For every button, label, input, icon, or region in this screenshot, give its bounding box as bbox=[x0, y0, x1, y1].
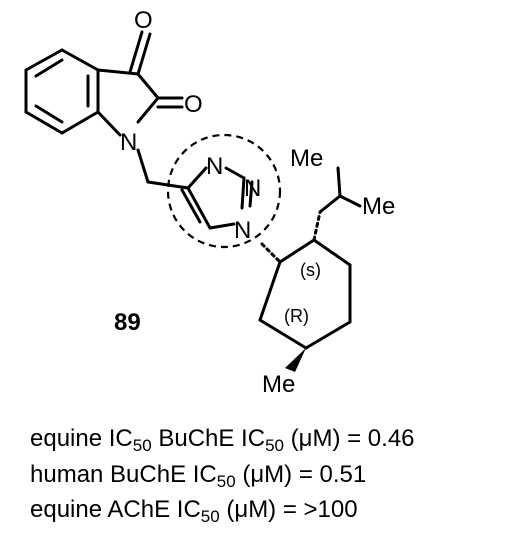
methyl-label-bottom: Me bbox=[262, 371, 295, 398]
activity-text: (μM) = 0.46 bbox=[283, 425, 415, 452]
activity-line-human-buche: human BuChE IC50 (μM) = 0.51 bbox=[30, 460, 510, 497]
activity-subscript: 50 bbox=[132, 436, 152, 455]
oxygen-atom-top: O bbox=[134, 7, 153, 34]
activity-subscript: 50 bbox=[265, 436, 284, 455]
activity-text: human BuChE IC bbox=[30, 461, 217, 488]
nitrogen-atom-triazole-3: N bbox=[234, 217, 251, 244]
cyclohexane-ring bbox=[258, 166, 362, 350]
stereo-label-s: (s) bbox=[300, 260, 321, 280]
methylene-linker bbox=[136, 148, 190, 190]
activity-line-equine-ache: equine AChE IC50 (μM) = >100 bbox=[30, 495, 510, 532]
nitrogen-atom-isatin: N bbox=[120, 129, 137, 156]
oxygen-atom-right: O bbox=[184, 91, 203, 118]
nitrogen-atom-triazole-2: N bbox=[244, 175, 261, 202]
activity-subscript: 50 bbox=[200, 507, 220, 526]
nitrogen-atom-triazole-1: N bbox=[206, 153, 223, 180]
compound-number: 89 bbox=[114, 309, 141, 336]
isatin-five-ring bbox=[96, 30, 184, 137]
activity-subscript: 50 bbox=[216, 472, 236, 491]
triazole-ring bbox=[180, 166, 254, 230]
stereo-label-r: (R) bbox=[284, 306, 309, 326]
methyl-label-right: Me bbox=[362, 193, 395, 220]
activity-text: equine IC bbox=[30, 425, 133, 452]
methyl-wedge-bond bbox=[285, 348, 306, 372]
activity-line-equine-buche: equine IC50 BuChE IC50 (μM) = 0.46 bbox=[30, 424, 510, 461]
activity-text: BuChE IC bbox=[151, 425, 266, 452]
benzene-ring bbox=[24, 48, 100, 135]
activity-text: (μM) = >100 bbox=[219, 496, 358, 523]
activity-text: equine AChE IC bbox=[30, 496, 201, 523]
activity-text: (μM) = 0.51 bbox=[235, 461, 367, 488]
triazole-highlight-circle bbox=[166, 133, 282, 249]
methyl-label-top: Me bbox=[290, 145, 323, 172]
